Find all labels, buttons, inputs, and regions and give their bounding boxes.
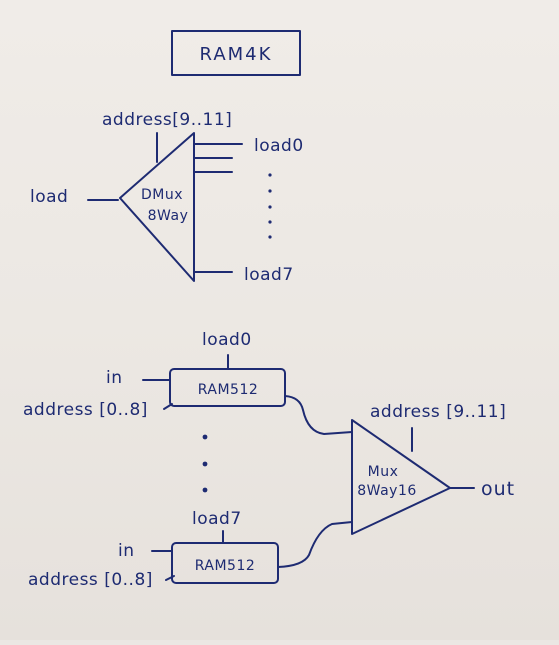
mux-name-line2: 8Way16 — [357, 483, 417, 499]
mux-output-label: out — [481, 478, 515, 500]
ram-bottom-address-wire — [165, 575, 175, 581]
ram-bottom-out-wire — [277, 521, 353, 568]
dmux-output-ellipsis — [268, 173, 272, 239]
dmux-output-label-first: load0 — [254, 136, 304, 156]
mux-triangle — [351, 419, 451, 535]
ram-bottom-in-label: in — [118, 541, 135, 561]
ram-bottom-address-label: address [0..8] — [28, 570, 153, 590]
dmux-select-label: address[9..11] — [102, 110, 232, 130]
dmux-triangle — [119, 132, 195, 282]
ram-bottom-box — [171, 542, 279, 584]
ram-top-load-label: load0 — [202, 330, 252, 350]
ram-top-address-label: address [0..8] — [23, 400, 148, 420]
dmux-input-label: load — [30, 187, 68, 207]
ram-bottom-name: RAM512 — [195, 558, 256, 574]
ram-bottom-load-label: load7 — [192, 509, 242, 529]
ram-top-address-wire — [163, 403, 173, 410]
dmux-name-line1: DMux — [141, 187, 183, 203]
dmux-name-line2: 8Way — [148, 208, 189, 224]
title-box — [171, 30, 301, 76]
ram-top-box — [169, 368, 286, 407]
ram-top-out-wire — [284, 395, 353, 435]
diagram-title: RAM4K — [200, 44, 273, 65]
ram-top-in-label: in — [106, 368, 123, 388]
ram-top-name: RAM512 — [198, 382, 259, 398]
mux-select-label: address [9..11] — [370, 402, 506, 422]
mux-name-line1: Mux — [368, 464, 399, 480]
dmux-output-label-last: load7 — [244, 265, 294, 285]
ram-ellipsis — [202, 434, 208, 493]
